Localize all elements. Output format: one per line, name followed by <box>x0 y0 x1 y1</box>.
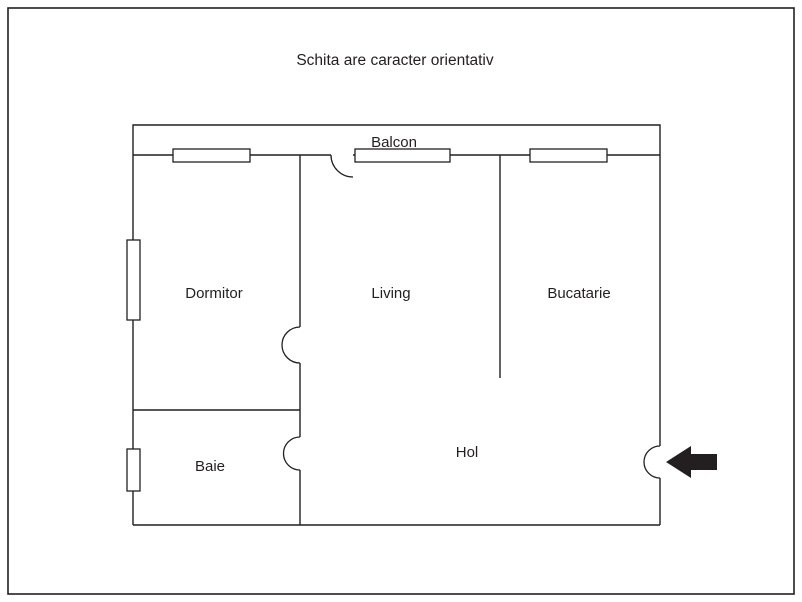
door-arc-balcon <box>330 154 354 178</box>
window-dormitor-top <box>172 148 251 163</box>
plan-title: Schita are caracter orientativ <box>296 52 494 69</box>
balcony-outline <box>132 124 661 155</box>
room-label-dormitor: Dormitor <box>185 285 243 302</box>
window-baie <box>126 448 141 492</box>
door-arc-dormitor <box>281 326 301 364</box>
door-arc-baie <box>282 436 301 471</box>
window-bucatarie <box>529 148 608 163</box>
room-label-baie: Baie <box>195 458 225 475</box>
window-balcon <box>354 148 451 163</box>
entrance-arrow-icon <box>666 446 717 478</box>
room-label-hol: Hol <box>456 444 479 461</box>
door-arc-entrance <box>643 445 661 479</box>
room-label-living: Living <box>371 285 410 302</box>
room-label-bucatarie: Bucatarie <box>547 285 610 302</box>
page-border <box>7 7 795 595</box>
window-dormitor-left <box>126 239 141 321</box>
room-label-balcon: Balcon <box>371 134 417 151</box>
